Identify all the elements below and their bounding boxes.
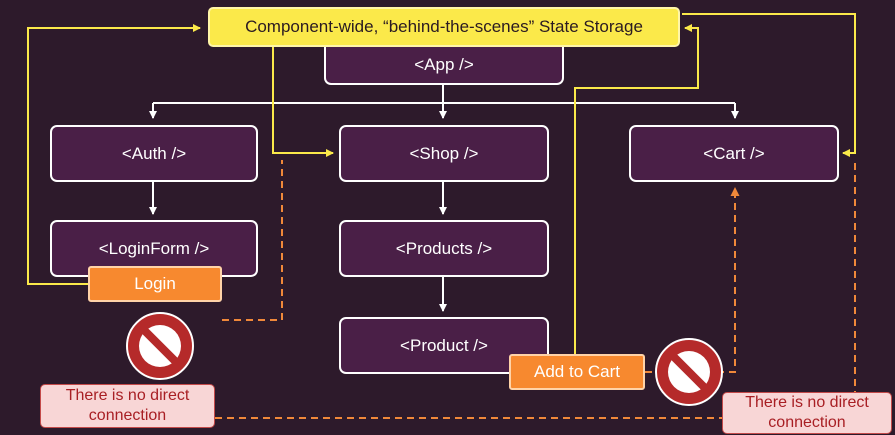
- shop-node: <Shop />: [339, 125, 549, 182]
- products-node: <Products />: [339, 220, 549, 277]
- auth-node: <Auth />: [50, 125, 258, 182]
- no-entry-icon-right: [655, 338, 723, 406]
- state-storage-box: Component-wide, “behind-the-scenes” Stat…: [208, 7, 680, 47]
- cart-node: <Cart />: [629, 125, 839, 182]
- no-entry-icon-left: [126, 312, 194, 380]
- app-node: <App />: [324, 47, 564, 85]
- no-connection-note-left: There is no direct connection: [40, 384, 215, 428]
- storage-edges: [27, 13, 856, 358]
- add-to-cart-button: Add to Cart: [509, 354, 645, 390]
- hierarchy-edges: [149, 85, 739, 312]
- login-button: Login: [88, 266, 222, 302]
- product-node: <Product />: [339, 317, 549, 374]
- no-connection-note-right: There is no direct connection: [722, 392, 892, 434]
